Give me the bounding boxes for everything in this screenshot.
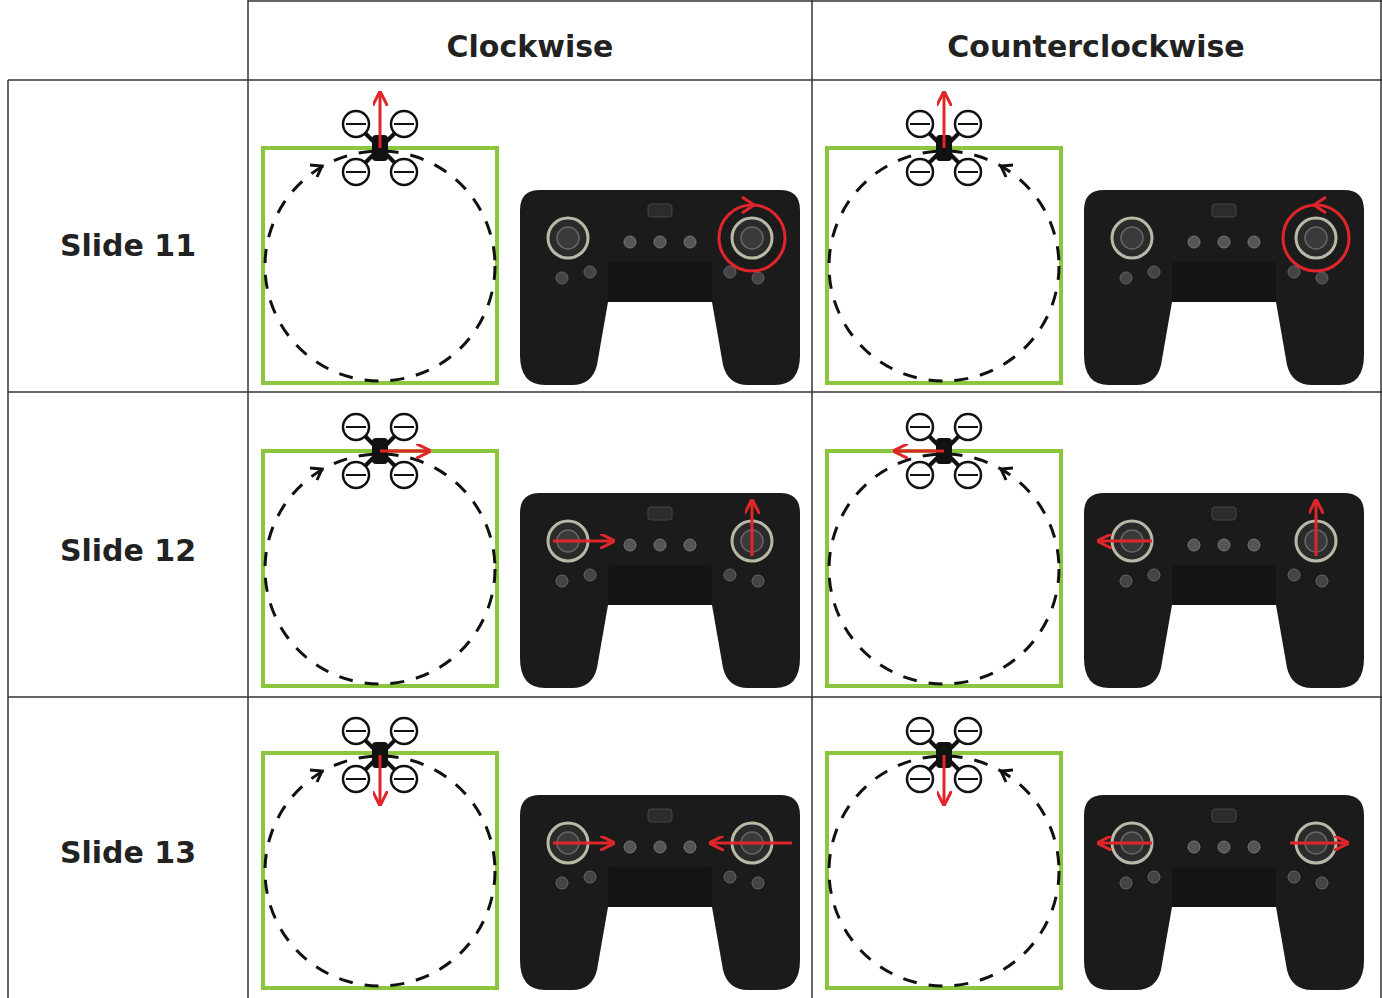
controller	[520, 493, 800, 688]
controller	[1084, 493, 1364, 688]
flight-area	[827, 753, 1061, 988]
row-header: Slide 12	[60, 533, 196, 568]
controller	[1084, 795, 1364, 990]
flight-area	[263, 451, 497, 686]
controller	[520, 190, 800, 385]
controller	[520, 795, 800, 990]
column-header: Counterclockwise	[947, 29, 1244, 64]
motion-arrows	[380, 94, 1349, 843]
flight-area	[827, 148, 1061, 383]
flight-area	[827, 451, 1061, 686]
flight-area	[263, 753, 497, 988]
row-header: Slide 11	[60, 228, 196, 263]
column-header: Clockwise	[447, 29, 614, 64]
table-grid	[8, 0, 1382, 998]
controller	[1084, 190, 1364, 385]
flight-area	[263, 148, 497, 383]
row-header: Slide 13	[60, 835, 196, 870]
